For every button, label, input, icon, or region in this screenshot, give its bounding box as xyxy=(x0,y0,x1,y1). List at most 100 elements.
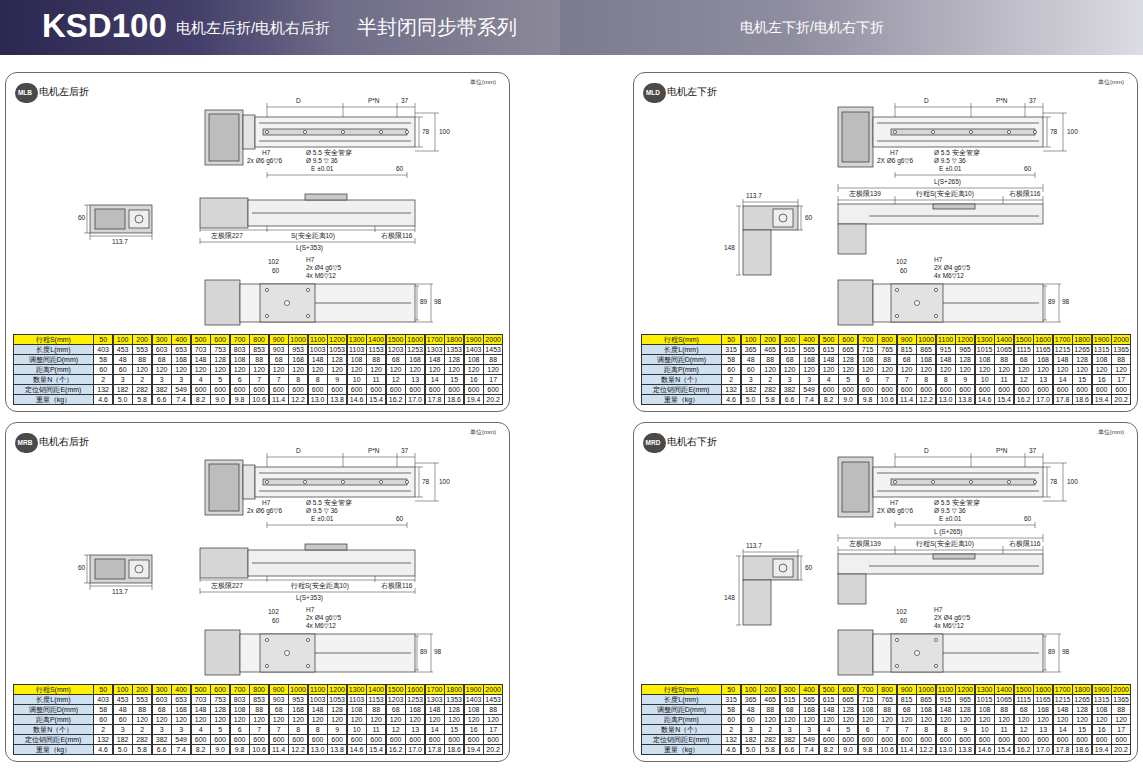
table-cell: 8.2 xyxy=(191,744,211,755)
dimension-label: 左极限139 xyxy=(848,540,882,548)
heading-text: 电机右后折 xyxy=(39,435,89,449)
dimension-label: Ø 5.5 安全管穿 xyxy=(933,499,981,507)
header-band: 电机左下折/电机右下折 xyxy=(560,0,1143,55)
table-cell: 16.2 xyxy=(1014,394,1034,405)
dimension-label: P*N xyxy=(995,447,1009,455)
dimension-label: L (S+265) xyxy=(933,528,964,536)
table-cell: 8.2 xyxy=(819,394,839,405)
dimension-label: D xyxy=(923,447,930,455)
dimension-label: Ø 5.5 安全管穿 xyxy=(305,499,353,507)
dimension-label: 78 xyxy=(421,478,430,486)
table-cell: 4.6 xyxy=(93,744,113,755)
dimension-label: 102 xyxy=(267,608,280,616)
table-cell: 11.4 xyxy=(897,744,917,755)
table-cell: 17.8 xyxy=(425,744,445,755)
dimension-label: 2X Ø6 g6▽6 xyxy=(876,507,914,515)
unit-note: 单位(mm) xyxy=(470,78,496,86)
dimension-label: 2x Ø4 g6▽5 xyxy=(305,264,342,272)
dimension-label: 60 xyxy=(395,165,404,173)
dimension-label: D xyxy=(295,97,302,105)
dimension-label: 100 xyxy=(1066,128,1079,136)
dimension-label: 102 xyxy=(895,258,908,266)
dimension-label: 右极限116 xyxy=(1008,190,1041,198)
table-cell: 5.0 xyxy=(113,394,133,405)
table-cell: 17.0 xyxy=(405,744,425,755)
dimension-label: 37 xyxy=(1028,447,1037,455)
model-title: KSD100 xyxy=(42,7,167,45)
dimension-label: 113.7 xyxy=(745,192,763,200)
dimension-label: 113.7 xyxy=(111,238,129,246)
heading-text: 电机右下折 xyxy=(667,435,717,449)
table-cell: 9.8 xyxy=(858,744,878,755)
dimension-label: H7 xyxy=(889,499,899,507)
table-cell: 15.4 xyxy=(366,744,386,755)
table-cell: 5.8 xyxy=(132,744,152,755)
dimension-label: 行程S(安全距离10) xyxy=(915,540,975,548)
dimension-label: 37 xyxy=(400,447,409,455)
dimension-label: Ø 9.5 ▽ 36 xyxy=(933,507,967,515)
table-cell: 17.0 xyxy=(405,394,425,405)
dimension-label: L(S+265) xyxy=(933,178,962,186)
dimension-label: L(S+353) xyxy=(295,594,324,602)
table-cell: 17.8 xyxy=(1053,744,1073,755)
unit-note: 单位(mm) xyxy=(470,428,496,436)
dimension-label: 左极限139 xyxy=(848,190,882,198)
heading-text: 电机左下折 xyxy=(667,85,717,99)
model-badge: MLD xyxy=(643,83,666,103)
table-cell: 13.0 xyxy=(936,394,956,405)
dimension-label: 113.7 xyxy=(111,588,129,596)
heading-text: 电机左后折/电机右后折 xyxy=(176,19,330,38)
table-cell: 5.8 xyxy=(132,394,152,405)
table-cell: 4.6 xyxy=(721,394,741,405)
unit-note: 单位(mm) xyxy=(1098,78,1124,86)
heading-text: 电机左后折 xyxy=(39,85,89,99)
table-cell: 12.2 xyxy=(288,744,308,755)
actuator-drawing xyxy=(736,103,1067,325)
table-cell: 4.6 xyxy=(93,394,113,405)
dimension-label: 102 xyxy=(267,258,280,266)
dimension-label: E ±0.01 xyxy=(938,165,962,173)
dimension-label: 60 xyxy=(899,617,908,625)
table-cell: 17.0 xyxy=(1033,394,1053,405)
dimension-label: 148 xyxy=(723,594,736,602)
actuator-drawing xyxy=(84,103,439,325)
dimension-label: 89 xyxy=(419,648,428,656)
table-cell: 18.6 xyxy=(444,744,464,755)
dimension-label: 右极限116 xyxy=(380,582,413,590)
model-badge: MRB xyxy=(15,433,38,453)
actuator-drawing xyxy=(736,453,1067,675)
table-cell: 6.6 xyxy=(780,744,800,755)
table-cell: 6.6 xyxy=(152,744,172,755)
table-cell: 5.8 xyxy=(760,744,780,755)
table-cell: 12.2 xyxy=(916,744,936,755)
dimension-label: 98 xyxy=(433,298,442,306)
table-cell: 10.6 xyxy=(877,394,897,405)
dimension-label: 4x M6▽12 xyxy=(933,272,965,280)
dimension-label: Ø 5.5 安全管穿 xyxy=(933,149,981,157)
dimension-label: 89 xyxy=(1047,648,1056,656)
dimension-label: S(安全距离10) xyxy=(290,232,336,240)
table-cell: 5.0 xyxy=(113,744,133,755)
dimension-label: 100 xyxy=(1066,478,1079,486)
table-cell: 14.6 xyxy=(347,394,367,405)
table-cell: 9.8 xyxy=(230,394,250,405)
table-cell: 13.0 xyxy=(308,744,328,755)
table-cell: 13.0 xyxy=(936,744,956,755)
table-cell: 11.4 xyxy=(897,394,917,405)
table-cell: 7.4 xyxy=(171,394,191,405)
dimension-label: 2X Ø6 g6▽6 xyxy=(876,157,914,165)
dimension-label: H7 xyxy=(933,256,943,264)
dimension-label: 2x Ø6 g6▽6 xyxy=(246,507,283,515)
dimension-label: P*N xyxy=(367,97,381,105)
dimension-label: 60 xyxy=(77,214,86,222)
dimension-label: 60 xyxy=(1023,165,1032,173)
dimension-label: 60 xyxy=(804,214,813,222)
dimension-label: P*N xyxy=(367,447,381,455)
dimension-label: E ±0.01 xyxy=(938,515,962,523)
heading-text: 半封闭同步带系列 xyxy=(357,14,517,41)
table-cell: 重量（kg） xyxy=(13,744,94,755)
table-cell: 7.4 xyxy=(799,744,819,755)
heading-text: 电机左下折/电机右下折 xyxy=(740,19,884,37)
heading-text: MLD xyxy=(643,83,663,103)
table-cell: 19.4 xyxy=(464,394,484,405)
